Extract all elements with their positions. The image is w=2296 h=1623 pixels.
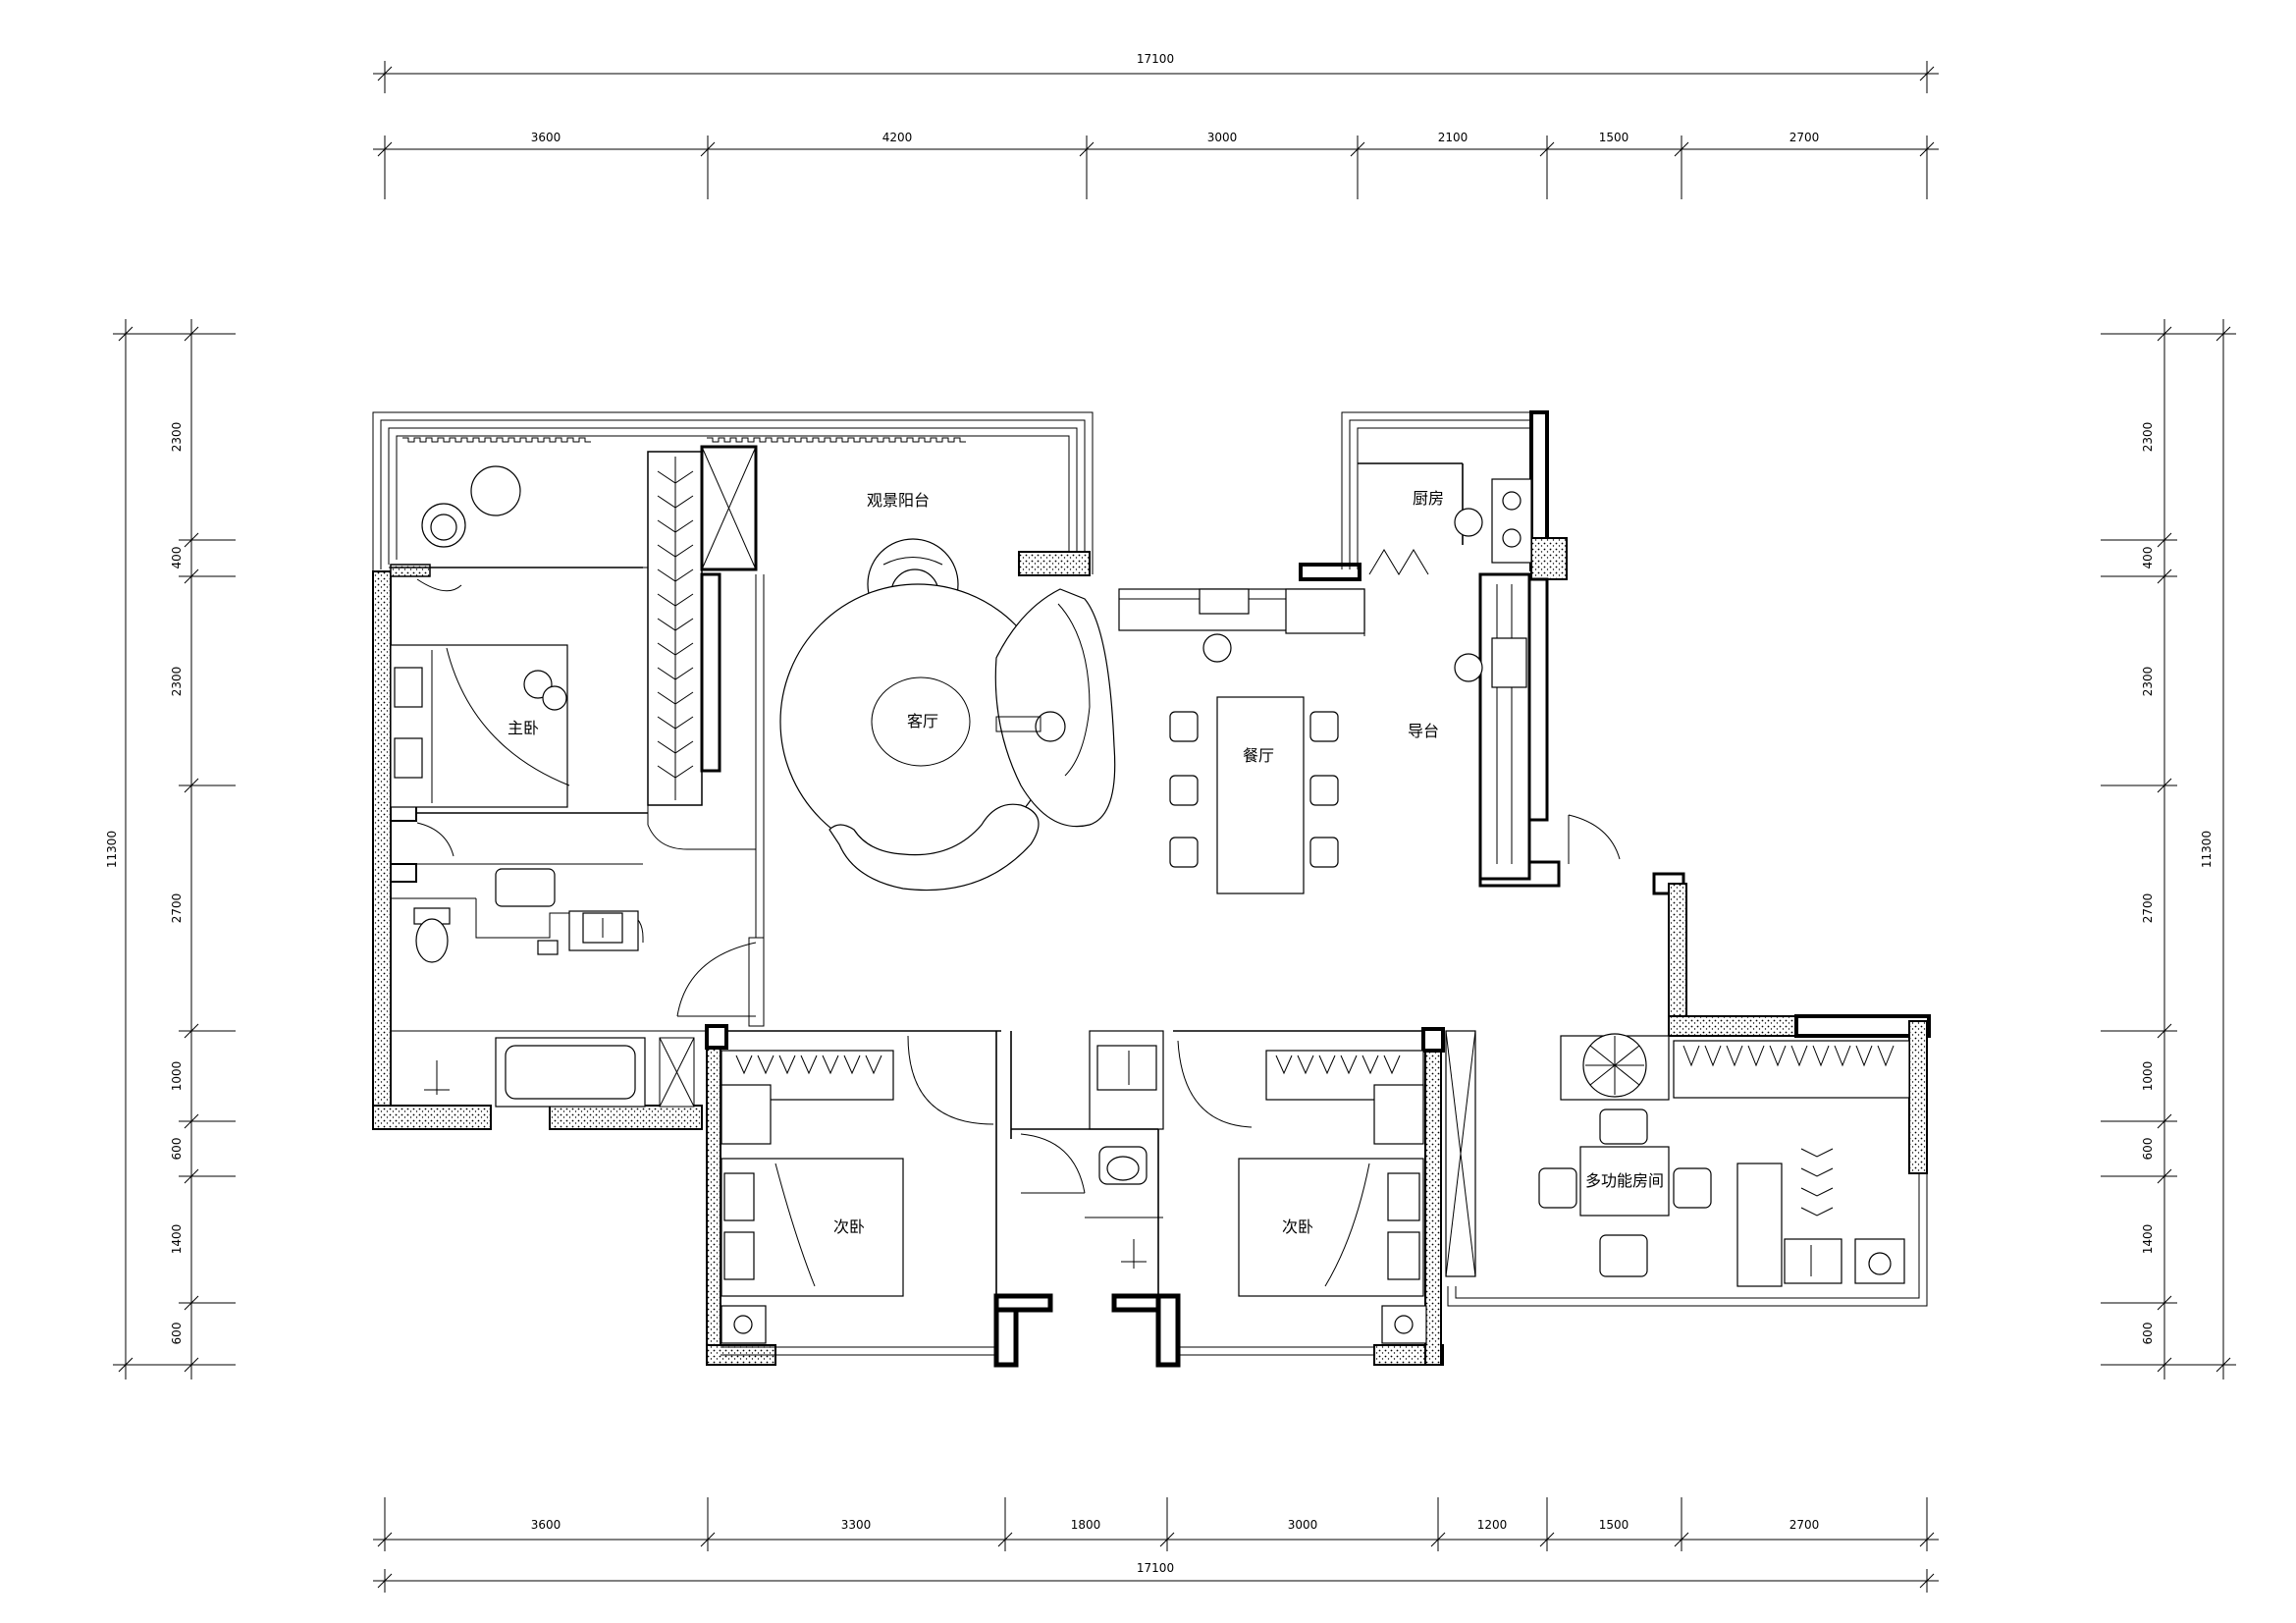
label-multi-room: 多功能房间 [1585, 1171, 1664, 1190]
dimension-overall-bottom: 17100 [1137, 1561, 1174, 1575]
dimension-overall-top: 17100 [1137, 52, 1174, 66]
multi-room-cabinet [1736, 1163, 1783, 1287]
multi-room-parapet [1447, 1173, 1928, 1307]
island-sink [1491, 637, 1527, 688]
balcony-parapet [372, 411, 1094, 574]
dim-bottom-3: 1800 [1071, 1518, 1101, 1532]
multi-room-plant [1560, 1033, 1670, 1101]
dim-right-1: 2300 [2141, 422, 2155, 453]
dim-left-5: 1000 [170, 1061, 184, 1092]
dim-bottom-4: 3000 [1288, 1518, 1318, 1532]
dim-bottom-5: 1200 [1477, 1518, 1508, 1532]
center-bathroom [1020, 1045, 1163, 1269]
dim-right-4: 2700 [2141, 893, 2155, 924]
left-bedroom-bed [721, 1158, 904, 1297]
label-dining-room: 餐厅 [1243, 746, 1274, 765]
bedroom-parapets [721, 1293, 1374, 1368]
dimension-left: 11300 2300 400 2300 2700 1000 600 1400 6… [105, 319, 236, 1380]
master-door-arc [416, 578, 462, 592]
dimension-top-overall: 17100 [373, 52, 1939, 93]
dim-right-2: 400 [2141, 547, 2155, 569]
right-bedroom-door-arc [1177, 1040, 1253, 1128]
dim-bottom-7: 2700 [1789, 1518, 1820, 1532]
label-bedroom-left: 次卧 [833, 1217, 865, 1236]
right-bedroom-wardrobe [1265, 1050, 1424, 1145]
dining-chairs [1169, 711, 1339, 868]
living-sofa-right [994, 588, 1116, 828]
label-bedroom-right: 次卧 [1282, 1217, 1313, 1236]
dim-left-8: 600 [170, 1323, 184, 1345]
dim-right-3: 2300 [2141, 667, 2155, 697]
dim-left-4: 2700 [170, 893, 184, 924]
dimension-top-segments: 3600 4200 3000 2100 1500 2700 [373, 131, 1939, 199]
label-kitchen: 厨房 [1413, 489, 1444, 508]
label-balcony: 观景阳台 [867, 491, 930, 510]
dim-right-overall: 11300 [2200, 831, 2214, 868]
label-island: 导台 [1408, 722, 1439, 740]
master-toilet [413, 907, 451, 963]
multi-room-wardrobe [1673, 1040, 1910, 1217]
dim-bottom-1: 3600 [531, 1518, 561, 1532]
kitchen-stool [1454, 508, 1483, 537]
dining-table [1216, 696, 1305, 894]
dim-left-2: 400 [170, 547, 184, 569]
master-sink [582, 912, 623, 944]
multi-room-chairs [1538, 1109, 1712, 1277]
dim-left-3: 2300 [170, 667, 184, 697]
dimension-bottom-segments: 3600 3300 1800 3000 1200 1500 2700 [373, 1497, 1939, 1551]
kitchen-folding-door [1368, 549, 1429, 575]
kitchen-stove [1491, 478, 1532, 564]
right-bedroom-bed [1238, 1158, 1424, 1297]
dimension-right: 11300 2300 400 2300 2700 1000 600 1400 6… [2101, 319, 2236, 1380]
label-master-bedroom: 主卧 [507, 719, 539, 737]
master-bath-door-arc [416, 822, 454, 857]
dim-left-6: 600 [170, 1138, 184, 1161]
living-curved-sofa [828, 803, 1040, 892]
dim-top-3: 3000 [1207, 131, 1238, 144]
exterior-walls [372, 410, 1931, 1366]
dim-left-1: 2300 [170, 422, 184, 453]
multi-room-desk [1579, 1146, 1670, 1217]
left-bedroom-wardrobe [721, 1050, 894, 1145]
dim-top-4: 2100 [1438, 131, 1468, 144]
dim-right-8: 600 [2141, 1323, 2155, 1345]
dim-left-overall: 11300 [105, 831, 119, 868]
left-bedroom-door-arc [907, 1035, 994, 1125]
balcony-armchair [421, 503, 466, 548]
dim-bottom-2: 3300 [841, 1518, 872, 1532]
master-bed [390, 644, 570, 808]
label-living-room: 客厅 [907, 712, 938, 730]
laundry-appliances [1784, 1238, 1905, 1284]
master-entry-door-arc [676, 942, 757, 1017]
dim-right-7: 1400 [2141, 1224, 2155, 1255]
dim-top-2: 4200 [882, 131, 913, 144]
balcony-side-table [470, 465, 521, 516]
dim-left-7: 1400 [170, 1224, 184, 1255]
dim-top-6: 2700 [1789, 131, 1820, 144]
side-door-arc [1568, 814, 1621, 860]
master-bathroom [391, 863, 707, 1108]
dim-right-6: 600 [2141, 1138, 2155, 1161]
dimension-bottom-overall: 17100 [373, 1561, 1939, 1593]
master-wardrobe [657, 457, 694, 800]
island-stool [1454, 653, 1483, 682]
dim-bottom-6: 1500 [1599, 1518, 1629, 1532]
dim-top-5: 1500 [1599, 131, 1629, 144]
dim-top-1: 3600 [531, 131, 561, 144]
dim-right-5: 1000 [2141, 1061, 2155, 1092]
kitchen-counter [1118, 588, 1365, 663]
